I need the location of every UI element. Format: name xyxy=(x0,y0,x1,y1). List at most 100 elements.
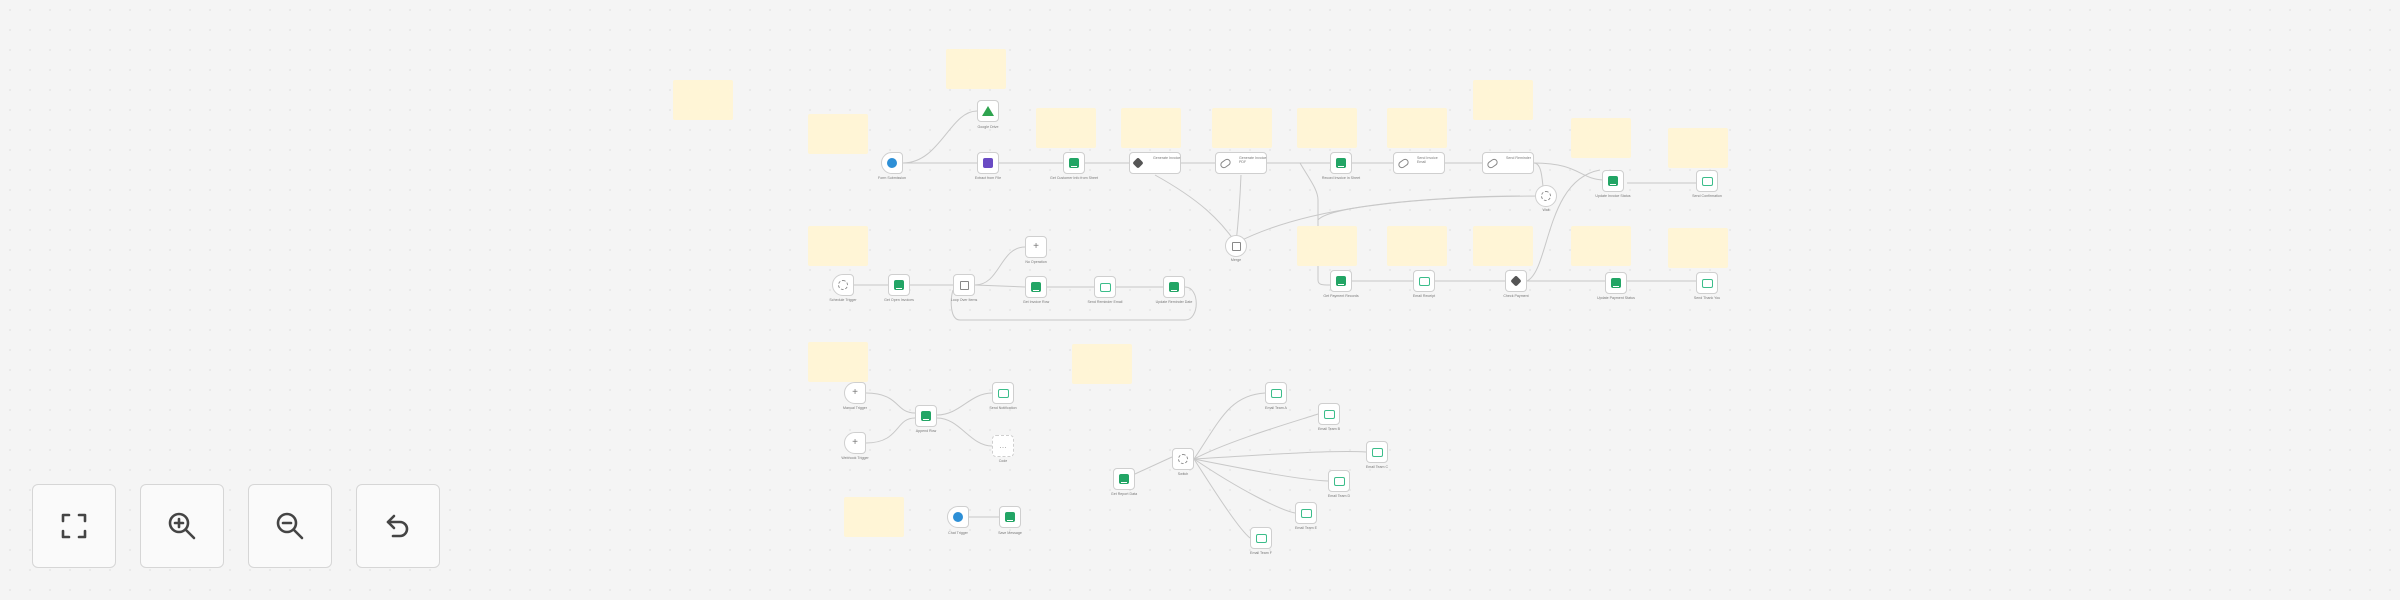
workflow-node[interactable] xyxy=(888,274,910,296)
workflow-node[interactable] xyxy=(1482,152,1534,174)
workflow-node[interactable] xyxy=(1265,382,1287,404)
connection xyxy=(936,417,993,447)
gmail-icon xyxy=(1270,388,1282,398)
workflow-node[interactable] xyxy=(1163,276,1185,298)
fit-view-icon xyxy=(61,513,87,539)
workflow-node[interactable] xyxy=(1318,403,1340,425)
workflow-node[interactable] xyxy=(1025,276,1047,298)
sticky-note[interactable] xyxy=(946,49,1006,89)
workflow-node[interactable] xyxy=(1393,152,1445,174)
sticky-note[interactable] xyxy=(673,80,733,120)
workflow-node[interactable] xyxy=(992,435,1014,457)
sticky-note[interactable] xyxy=(1212,108,1272,148)
workflow-node[interactable] xyxy=(1602,170,1624,192)
connection xyxy=(974,284,1026,288)
gmail-icon xyxy=(1418,276,1430,286)
reset-zoom-icon xyxy=(386,514,409,538)
sticky-note[interactable] xyxy=(1387,108,1447,148)
workflow-node[interactable] xyxy=(1215,152,1267,174)
workflow-node[interactable] xyxy=(1366,441,1388,463)
sticky-note[interactable] xyxy=(1571,226,1631,266)
sticky-note[interactable] xyxy=(1297,108,1357,148)
sticky-note[interactable] xyxy=(844,497,904,537)
node-label: Manual Trigger xyxy=(843,406,867,410)
sticky-note[interactable] xyxy=(1668,128,1728,168)
sticky-note[interactable] xyxy=(808,114,868,154)
node-label: Send Reminder xyxy=(1506,156,1531,160)
workflow-node[interactable] xyxy=(1025,236,1047,258)
workflow-node[interactable] xyxy=(953,274,975,296)
node-label: Update Reminder Date xyxy=(1155,300,1193,304)
switch-icon xyxy=(1178,454,1188,464)
sticky-note[interactable] xyxy=(1571,118,1631,158)
gmail-icon xyxy=(1701,278,1713,288)
sticky-note[interactable] xyxy=(1121,108,1181,148)
sticky-note[interactable] xyxy=(1072,344,1132,384)
ai-model-icon xyxy=(1132,157,1144,169)
zoom-in-button[interactable] xyxy=(140,484,224,568)
workflow-node[interactable] xyxy=(1535,185,1557,207)
node-label: Switch xyxy=(1177,472,1189,476)
node-label: Generate Invoice PDF xyxy=(1239,156,1267,165)
node-label: Email Team A xyxy=(1265,406,1287,410)
google-sheets-icon xyxy=(894,280,904,290)
sticky-note[interactable] xyxy=(1473,80,1533,120)
workflow-node[interactable] xyxy=(832,274,854,296)
connection xyxy=(1533,162,1606,181)
workflow-node[interactable] xyxy=(1129,152,1181,174)
sticky-note[interactable] xyxy=(1297,226,1357,266)
sticky-note[interactable] xyxy=(1387,226,1447,266)
google-drive-icon xyxy=(982,106,994,116)
loop-icon xyxy=(959,280,969,290)
workflow-node[interactable] xyxy=(1172,448,1194,470)
workflow-node[interactable] xyxy=(992,382,1014,404)
workflow-node[interactable] xyxy=(1250,527,1272,549)
workflow-node[interactable] xyxy=(1605,272,1627,294)
workflow-node[interactable] xyxy=(1113,468,1135,490)
workflow-node[interactable] xyxy=(1328,470,1350,492)
workflow-node[interactable] xyxy=(1505,270,1527,292)
gmail-icon xyxy=(997,388,1009,398)
workflow-node[interactable] xyxy=(844,432,866,454)
workflow-node[interactable] xyxy=(1225,235,1247,257)
workflow-node[interactable] xyxy=(999,506,1021,528)
node-label: Email Team B xyxy=(1317,427,1341,431)
workflow-node[interactable] xyxy=(1330,270,1352,292)
workflow-node[interactable] xyxy=(881,152,903,174)
workflow-node[interactable] xyxy=(1696,170,1718,192)
node-label: Check Payment xyxy=(1503,294,1529,298)
node-label: Append Row xyxy=(915,429,937,433)
workflow-node[interactable] xyxy=(947,506,969,528)
sticky-note[interactable] xyxy=(808,226,868,266)
sticky-note[interactable] xyxy=(1473,226,1533,266)
fit-view-button[interactable] xyxy=(32,484,116,568)
workflow-node[interactable] xyxy=(1063,152,1085,174)
ai-model-icon xyxy=(1510,275,1522,287)
sticky-note[interactable] xyxy=(1668,228,1728,268)
workflow-node[interactable] xyxy=(1295,502,1317,524)
node-label: Get Invoice Row xyxy=(1022,300,1050,304)
reset-zoom-button[interactable] xyxy=(356,484,440,568)
sticky-note[interactable] xyxy=(1036,108,1096,148)
workflow-node[interactable] xyxy=(1094,276,1116,298)
gmail-icon xyxy=(1323,409,1335,419)
node-label: Schedule Trigger xyxy=(829,298,857,302)
workflow-node[interactable] xyxy=(1330,152,1352,174)
connection xyxy=(1526,169,1601,282)
connection xyxy=(865,417,916,444)
sticky-note[interactable] xyxy=(808,342,868,382)
node-label: Extract from File xyxy=(974,176,1002,180)
workflow-node[interactable] xyxy=(1413,270,1435,292)
zoom-out-button[interactable] xyxy=(248,484,332,568)
workflow-node[interactable] xyxy=(915,405,937,427)
form-trigger-icon xyxy=(887,158,897,168)
workflow-node[interactable] xyxy=(844,382,866,404)
node-label: Chat Trigger xyxy=(948,531,968,535)
workflow-node[interactable] xyxy=(977,152,999,174)
connection xyxy=(1193,458,1251,539)
connection xyxy=(1235,174,1242,244)
workflow-node[interactable] xyxy=(977,100,999,122)
gmail-icon xyxy=(1300,508,1312,518)
workflow-node[interactable] xyxy=(1696,272,1718,294)
node-label: Email Team C xyxy=(1365,465,1389,469)
